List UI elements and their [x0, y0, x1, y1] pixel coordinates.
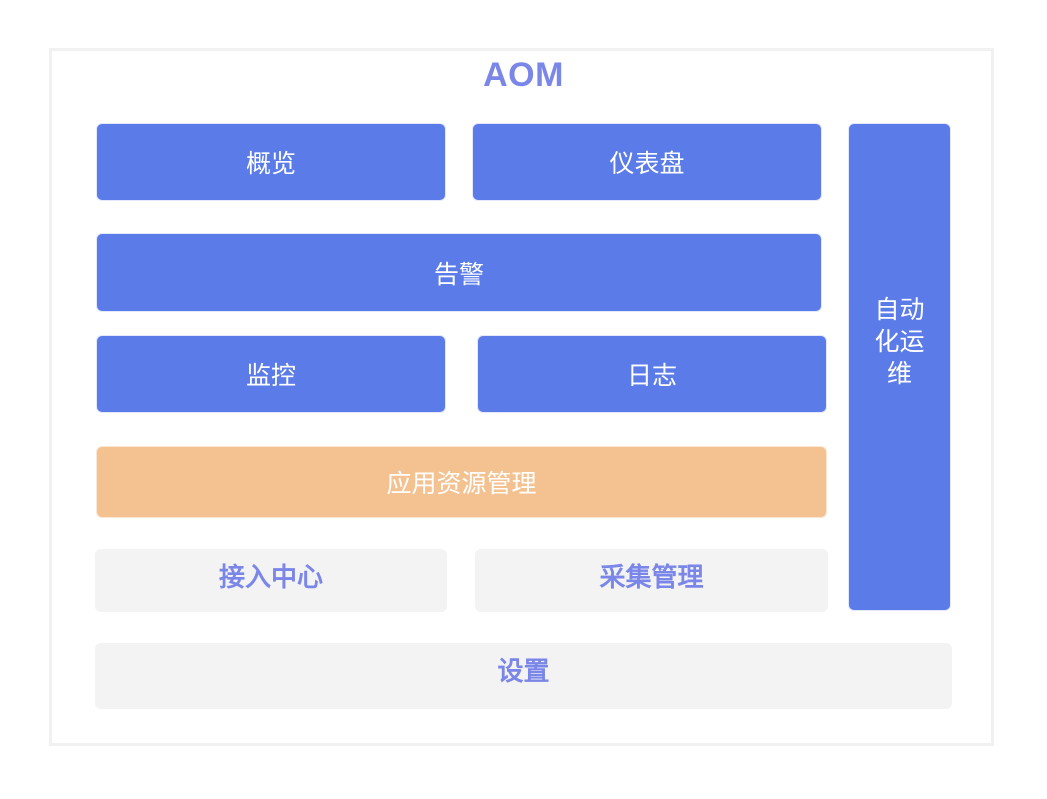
collection-management-label: 采集管理 — [599, 563, 704, 593]
settings-block[interactable]: 设置 — [95, 643, 952, 709]
overview-label: 概览 — [245, 149, 296, 178]
settings-label: 设置 — [497, 657, 550, 687]
alarm-block[interactable]: 告警 — [96, 233, 822, 312]
logs-block[interactable]: 日志 — [477, 335, 827, 413]
overview-block[interactable]: 概览 — [96, 123, 446, 201]
monitoring-label: 监控 — [245, 361, 296, 390]
monitoring-block[interactable]: 监控 — [96, 335, 446, 413]
app-resource-management-label: 应用资源管理 — [386, 469, 537, 498]
access-center-label: 接入中心 — [218, 563, 323, 593]
dashboard-block[interactable]: 仪表盘 — [472, 123, 822, 201]
access-center-block[interactable]: 接入中心 — [95, 549, 447, 612]
diagram-title: AOM — [483, 56, 564, 94]
dashboard-label: 仪表盘 — [609, 149, 685, 178]
app-resource-management-block[interactable]: 应用资源管理 — [96, 446, 827, 518]
alarm-label: 告警 — [433, 259, 484, 289]
automated-ops-block[interactable]: 自动化运维 — [848, 123, 951, 611]
logs-label: 日志 — [626, 361, 677, 390]
collection-management-block[interactable]: 采集管理 — [475, 549, 828, 612]
automated-ops-label: 自动化运维 — [874, 295, 925, 388]
